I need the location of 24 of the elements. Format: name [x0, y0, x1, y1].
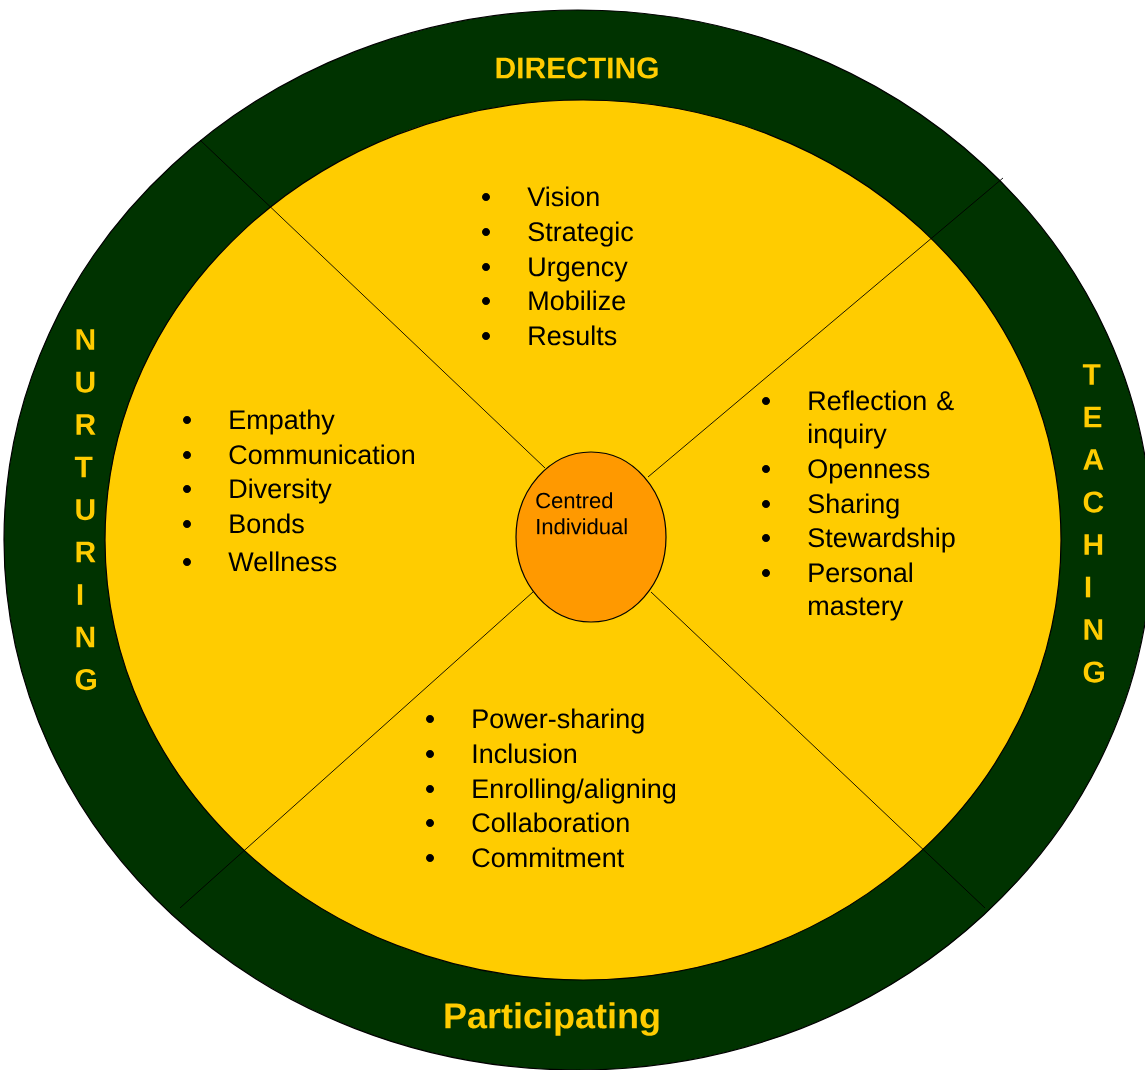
bullet-item: Commitment — [426, 847, 624, 868]
bullet-item: Urgency — [482, 257, 628, 282]
vertical-heading: TEACHING — [1082, 364, 1104, 683]
heading: DIRECTING — [496, 57, 658, 79]
bullet-item: Power-sharing — [426, 708, 644, 734]
bullet-item: Collaboration — [426, 812, 629, 833]
bullet-item: Sharing — [762, 493, 899, 519]
bullet-item: Vision — [482, 186, 599, 207]
bullet-item: Personal mastery — [762, 562, 912, 621]
bullet-item: Communication — [183, 444, 414, 465]
bullet-item: Mobilize — [482, 290, 625, 311]
vertical-heading: NURTURING — [74, 329, 96, 691]
bullet-item: Empathy — [183, 409, 335, 435]
bullet-item: Bonds — [183, 513, 304, 534]
bullet-item: Results — [482, 325, 617, 346]
bullet-item: Openness — [762, 459, 930, 484]
bullet-item: Reflection & inquiry — [762, 390, 954, 449]
bullet-item: Stewardship — [762, 527, 955, 553]
bullet-item: Enrolling/aligning — [426, 778, 676, 804]
bullet-item: Wellness — [183, 551, 337, 572]
bullet-item: Inclusion — [426, 743, 576, 764]
heading: Participating — [445, 1002, 659, 1036]
bullet-item: Diversity — [183, 478, 332, 504]
bullet-item: Strategic — [482, 221, 634, 247]
